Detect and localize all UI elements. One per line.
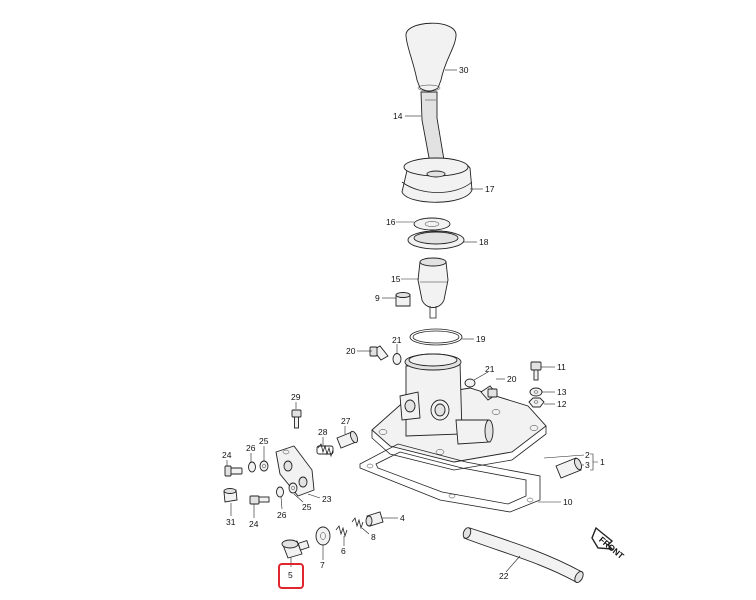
part-6-spring[interactable] xyxy=(335,525,348,538)
part-8-spring[interactable] xyxy=(351,517,364,530)
front-direction-marker: FRONT xyxy=(591,526,627,561)
callout-25-upper[interactable]: 25 xyxy=(259,436,269,446)
callout-24-lower[interactable]: 24 xyxy=(249,519,259,529)
callout-13[interactable]: 13 xyxy=(557,387,567,397)
part-21-washer-left[interactable] xyxy=(392,353,402,365)
callout-26-upper[interactable]: 26 xyxy=(246,443,256,453)
callout-31[interactable]: 31 xyxy=(226,517,236,527)
callout-19[interactable]: 19 xyxy=(476,334,486,344)
callout-20-left[interactable]: 20 xyxy=(346,346,356,356)
callout-1[interactable]: 1 xyxy=(600,457,605,467)
callout-15[interactable]: 15 xyxy=(391,274,401,284)
part-31-collar[interactable] xyxy=(223,488,238,503)
part-3-bushing[interactable] xyxy=(555,457,583,479)
callout-21-right[interactable]: 21 xyxy=(485,364,495,374)
callout-7[interactable]: 7 xyxy=(320,560,325,570)
callout-29[interactable]: 29 xyxy=(291,392,301,402)
callout-18[interactable]: 18 xyxy=(479,237,489,247)
part-5-bolt[interactable] xyxy=(281,539,310,559)
part-22-hose[interactable] xyxy=(462,527,585,584)
part-13-washer[interactable] xyxy=(529,387,543,397)
part-26-washer-upper[interactable] xyxy=(248,461,256,473)
callout-30[interactable]: 30 xyxy=(459,65,469,75)
callout-10[interactable]: 10 xyxy=(563,497,573,507)
part-26-washer-lower[interactable] xyxy=(276,486,284,498)
part-17-lever-boot[interactable] xyxy=(401,157,473,203)
callout-6[interactable]: 6 xyxy=(341,546,346,556)
callout-14[interactable]: 14 xyxy=(393,111,403,121)
part-24-bolt-upper[interactable] xyxy=(224,465,243,477)
callout-21-left[interactable]: 21 xyxy=(392,335,402,345)
part-19-o-ring[interactable] xyxy=(409,328,463,346)
callout-24-upper[interactable]: 24 xyxy=(222,450,232,460)
part-7-washer[interactable] xyxy=(315,526,331,546)
callout-12[interactable]: 12 xyxy=(557,399,567,409)
part-9-plug[interactable] xyxy=(395,292,411,307)
callout-27[interactable]: 27 xyxy=(341,416,351,426)
callout-25-lower[interactable]: 25 xyxy=(302,502,312,512)
part-18-seal[interactable] xyxy=(407,230,465,250)
callout-5[interactable]: 5 xyxy=(288,570,293,580)
part-21-washer-right[interactable] xyxy=(464,378,476,388)
callout-11[interactable]: 11 xyxy=(557,362,566,372)
part-20-bolt-left[interactable] xyxy=(369,345,389,361)
callout-17[interactable]: 17 xyxy=(485,184,495,194)
part-24-bolt-lower[interactable] xyxy=(249,495,270,505)
part-30-shift-knob[interactable] xyxy=(405,22,457,92)
part-29-bolt[interactable] xyxy=(291,409,302,429)
callout-labels: 30 14 17 16 18 15 9 19 21 20 21 20 11 13… xyxy=(222,65,605,581)
part-15-lever-ball[interactable] xyxy=(417,257,449,319)
callout-8[interactable]: 8 xyxy=(371,532,376,542)
part-20-bolt-right[interactable] xyxy=(480,385,498,401)
part-12-nut[interactable] xyxy=(528,397,545,408)
callout-23[interactable]: 23 xyxy=(322,494,332,504)
part-4-pin[interactable] xyxy=(365,511,384,527)
callout-2[interactable]: 2 xyxy=(585,450,590,460)
part-10-gasket[interactable] xyxy=(359,443,541,513)
part-2-shifter-housing[interactable] xyxy=(371,353,547,471)
part-23-bracket[interactable] xyxy=(275,445,315,497)
callout-26-lower[interactable]: 26 xyxy=(277,510,287,520)
leader-lines xyxy=(226,69,598,573)
part-16-washer[interactable] xyxy=(413,217,451,231)
part-25-washer-upper[interactable] xyxy=(259,460,269,472)
callout-4[interactable]: 4 xyxy=(400,513,405,523)
part-25-washer-lower[interactable] xyxy=(288,482,298,494)
callout-9[interactable]: 9 xyxy=(375,293,380,303)
part-28-spring[interactable] xyxy=(316,443,334,458)
highlight-box-part-5 xyxy=(278,563,304,589)
callout-28[interactable]: 28 xyxy=(318,427,328,437)
callout-3[interactable]: 3 xyxy=(585,460,590,470)
part-27-pin[interactable] xyxy=(336,430,359,449)
callout-22[interactable]: 22 xyxy=(499,571,509,581)
part-11-bolt[interactable] xyxy=(530,361,542,381)
callout-20-right[interactable]: 20 xyxy=(507,374,517,384)
callout-16[interactable]: 16 xyxy=(386,217,396,227)
